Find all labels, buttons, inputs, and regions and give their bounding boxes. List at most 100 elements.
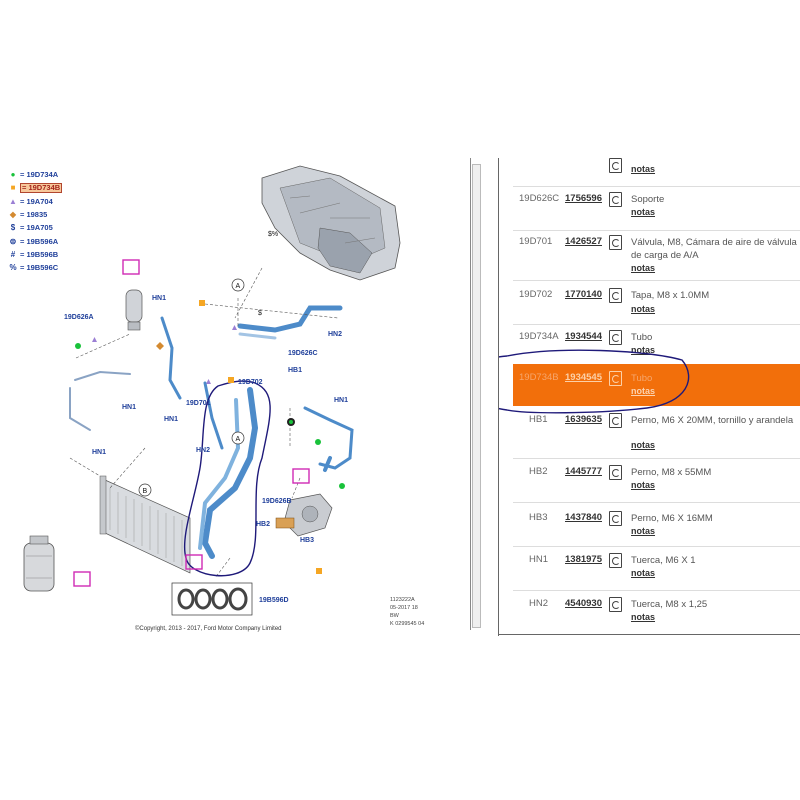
part-number-link[interactable]: 1381975 xyxy=(565,554,602,565)
notes-link[interactable]: notas xyxy=(631,386,656,396)
callout-19d626b: 19D626B xyxy=(262,498,292,505)
notes-link[interactable]: notas xyxy=(631,164,656,174)
leader-lines xyxy=(69,267,339,579)
clipboard-icon[interactable] xyxy=(609,511,622,526)
parts-row[interactable]: 19D734A 1934544 Tubo notas xyxy=(513,324,800,364)
callout-hn1: HN1 xyxy=(334,397,348,404)
part-number-link[interactable]: 1934545 xyxy=(565,372,602,383)
clipboard-icon[interactable] xyxy=(609,553,622,568)
o-ring-kit xyxy=(171,582,253,616)
parts-row[interactable]: HB1 1639635 Perno, M6 X 20MM, tornillo y… xyxy=(513,406,800,459)
notes-link[interactable]: notas xyxy=(631,568,656,578)
green-dot-icon: ● xyxy=(10,170,16,180)
parts-list-panel: notas 19D626C 1756596 Soporte notas 19D7… xyxy=(498,158,800,636)
parts-row[interactable]: 19D626C 1756596 Soporte notas xyxy=(513,186,800,231)
clipboard-icon[interactable] xyxy=(609,597,622,612)
callout-hn2: HN2 xyxy=(196,447,210,454)
clipboard-icon[interactable] xyxy=(609,235,622,250)
parts-row[interactable]: HN2 4540930 Tuerca, M8 x 1,25 notas xyxy=(513,590,800,634)
diagram-panel: 19D626A HN1 HN1 HN1 HN1 HN1 HN2 HN2 HB1 … xyxy=(0,158,488,636)
parts-row[interactable]: HB2 1445777 Perno, M8 x 55MM notas xyxy=(513,458,800,503)
notes-link[interactable]: notas xyxy=(631,207,656,217)
callout-19d626c: 19D626C xyxy=(288,350,318,357)
parts-row[interactable]: 19D702 1770140 Tapa, M8 x 1.0MM notas xyxy=(513,280,800,325)
diagram-scrollbar[interactable] xyxy=(470,158,481,630)
part-description: Perno, M6 X 20MM, tornillo y arandela xyxy=(631,415,794,426)
legend-text: = 19835 xyxy=(20,210,48,220)
legend-text: = 19A704 xyxy=(20,196,53,206)
legend-row: ● = 19D734A xyxy=(8,168,62,181)
notes-link[interactable]: notas xyxy=(631,263,656,273)
part-description: Soporte xyxy=(631,194,665,205)
callout-19b596d: 19B596D xyxy=(259,597,289,604)
part-code: 19D734A xyxy=(519,331,559,342)
parts-row[interactable]: HB3 1437840 Perno, M6 X 16MM notas xyxy=(513,502,800,547)
callout-dollar: $ xyxy=(258,310,262,317)
part-code: 19D626C xyxy=(519,193,560,204)
clipboard-icon[interactable] xyxy=(609,158,622,173)
notes-link[interactable]: notas xyxy=(631,612,656,622)
callout-view-a: A xyxy=(236,436,241,443)
hand-drawn-circle-annotation xyxy=(183,380,271,577)
clipboard-icon[interactable] xyxy=(609,371,622,386)
legend-row: ■ = 19D734B xyxy=(8,181,63,194)
part-number-link[interactable]: 1934544 xyxy=(565,331,602,342)
parts-row[interactable]: 19D701 1426527 Válvula, M8, Cámara de ai… xyxy=(513,230,800,281)
part-code: 19D734B xyxy=(519,372,559,383)
callout-hn1: HN1 xyxy=(164,416,178,423)
notes-link[interactable]: notas xyxy=(631,526,656,536)
callout-view-b: B xyxy=(143,488,148,495)
part-description: Tubo xyxy=(631,373,653,384)
receiver-drier-illustration xyxy=(125,289,143,331)
callout-19d626a: 19D626A xyxy=(64,314,94,321)
callout-hb3: HB3 xyxy=(300,537,314,544)
copyright-notice: ©Copyright, 2013 - 2017, Ford Motor Comp… xyxy=(135,626,282,632)
part-number-link[interactable]: 1437840 xyxy=(565,512,602,523)
part-description: Tubo xyxy=(631,332,653,343)
legend-row: # = 19B596B xyxy=(8,248,62,261)
stamp-line: K 0299545 04 xyxy=(390,621,425,627)
callout-hn1: HN1 xyxy=(152,295,166,302)
notes-link[interactable]: notas xyxy=(631,480,656,490)
notes-link[interactable]: notas xyxy=(631,440,656,450)
view-callout-circles xyxy=(138,278,245,497)
part-description: Perno, M8 x 55MM xyxy=(631,467,712,478)
magenta-view-markers xyxy=(73,259,310,587)
part-number-link[interactable]: 1770140 xyxy=(565,289,602,300)
stamp-line: 1123222A xyxy=(390,597,415,603)
clipboard-icon[interactable] xyxy=(609,413,622,428)
part-number-link[interactable]: 1756596 xyxy=(565,193,602,204)
callout-hb2: HB2 xyxy=(256,521,270,528)
dollar-icon: $ xyxy=(10,223,16,233)
part-description: Tapa, M8 x 1.0MM xyxy=(631,290,710,301)
part-number-link[interactable]: 4540930 xyxy=(565,598,602,609)
part-number-link[interactable]: 1639635 xyxy=(565,414,602,425)
parts-row[interactable]: notas xyxy=(513,158,800,187)
legend-text: = 19D734A xyxy=(20,170,59,180)
part-code: HB1 xyxy=(529,414,548,425)
clipboard-icon[interactable] xyxy=(609,192,622,207)
part-number-link[interactable]: 1426527 xyxy=(565,236,602,247)
legend-text: = 19B596B xyxy=(20,249,59,259)
percent-icon: % xyxy=(9,263,17,273)
legend-text: = 19B596A xyxy=(20,236,59,246)
callout-dollar-percent: $% xyxy=(268,231,278,238)
clipboard-icon[interactable] xyxy=(609,465,622,480)
part-number-link[interactable]: 1445777 xyxy=(565,466,602,477)
part-code: HN2 xyxy=(529,598,549,609)
part-description: Válvula, M8, Cámara de aire de válvula d… xyxy=(631,237,797,261)
parts-row[interactable]: HN1 1381975 Tuerca, M6 X 1 notas xyxy=(513,546,800,591)
part-code: HB3 xyxy=(529,512,548,523)
parts-row-selected[interactable]: 19D734B 1934545 Tubo notas xyxy=(513,364,800,406)
legend-row: % = 19B596C xyxy=(8,261,62,274)
scrollbar-thumb[interactable] xyxy=(472,164,481,628)
condenser-illustration xyxy=(99,475,191,574)
legend-text-highlighted: = 19D734B xyxy=(20,182,63,193)
clipboard-icon[interactable] xyxy=(609,330,622,345)
hvac-unit-illustration xyxy=(261,165,401,281)
clipboard-icon[interactable] xyxy=(609,288,622,303)
notes-link[interactable]: notas xyxy=(631,304,656,314)
legend-row: ◆ = 19835 xyxy=(8,208,62,221)
notes-link[interactable]: notas xyxy=(631,345,656,355)
callout-hn1: HN1 xyxy=(122,404,136,411)
